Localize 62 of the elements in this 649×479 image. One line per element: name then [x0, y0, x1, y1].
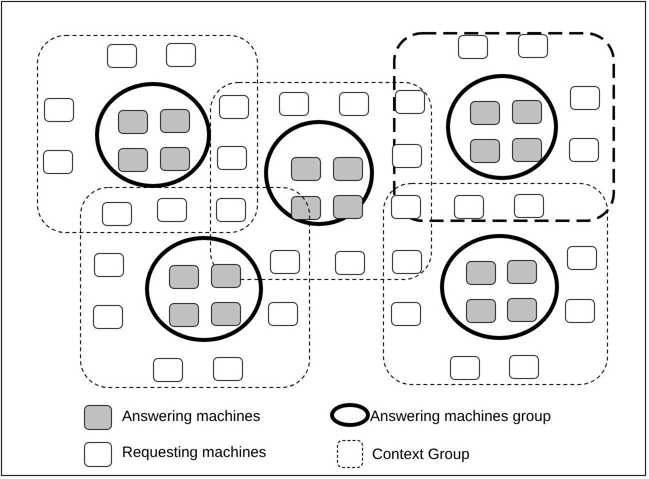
answering-machine-square	[118, 148, 148, 172]
requesting-machine-square	[450, 356, 480, 380]
requesting-machine-square	[570, 86, 600, 110]
answering-machine-square	[211, 302, 241, 326]
answering-machine-square	[118, 110, 148, 134]
requesting-machine-square	[107, 44, 137, 68]
answering-machine-square	[470, 101, 500, 125]
requesting-machine-square	[458, 35, 488, 59]
answering-machine-square	[507, 298, 537, 322]
answering-machine-square	[333, 195, 363, 219]
group-ellipse	[95, 82, 211, 188]
requesting-machine-square	[279, 92, 309, 116]
requesting-machine-square	[44, 98, 74, 122]
answering-machine-square	[160, 147, 190, 171]
requesting-machine-square	[213, 357, 243, 381]
requesting-machine-square	[335, 251, 365, 275]
requesting-machine-square	[569, 138, 599, 162]
requesting-machine-square	[391, 195, 421, 219]
requesting-machine-square	[93, 305, 123, 329]
legend-label: Context Group	[372, 446, 470, 464]
legend-label: Answering machines	[122, 408, 260, 426]
requesting-machine-square	[518, 34, 548, 58]
legend-label: Requesting machines	[122, 444, 266, 462]
answering-machine-square	[291, 157, 321, 181]
answering-machine-square	[507, 260, 537, 284]
group-ellipse	[446, 74, 558, 180]
requesting-machine-square	[102, 202, 132, 226]
requesting-machine-square	[268, 302, 298, 326]
legend-label: Answering machines group	[370, 408, 551, 426]
answering-machine-square	[160, 109, 190, 133]
answering-machine-square	[169, 303, 199, 327]
requesting-machine-square	[391, 302, 421, 326]
requesting-machine-square	[219, 95, 249, 119]
group-ellipse	[264, 120, 374, 226]
requesting-machine-square	[157, 198, 187, 222]
requesting-machine-square	[509, 355, 539, 379]
answering-machine-square	[169, 265, 199, 289]
group-ellipse	[440, 234, 559, 340]
requesting-machine-square	[217, 146, 247, 170]
requesting-machine-square	[567, 246, 597, 270]
answering-machine-square	[211, 264, 241, 288]
answering-machine-square	[466, 299, 496, 323]
answering-machine-square	[470, 139, 500, 163]
group-ellipse	[145, 236, 263, 342]
answering-machine-square	[512, 138, 542, 162]
requesting-machine-square	[270, 250, 300, 274]
answering-machine-square	[333, 157, 363, 181]
answering-machine-square	[291, 196, 321, 220]
requesting-machine-square	[43, 150, 73, 174]
answering-machine-square	[512, 100, 542, 124]
requesting-machine-square	[216, 198, 246, 222]
requesting-machine-square	[514, 194, 544, 218]
requesting-machine-square	[166, 43, 196, 67]
requesting-machine-square	[153, 358, 183, 382]
requesting-machine-square	[392, 250, 422, 274]
answering-machine-square	[466, 261, 496, 285]
requesting-machine-square	[94, 253, 124, 277]
requesting-machine-square	[565, 299, 595, 323]
requesting-machine-square	[395, 90, 425, 114]
requesting-machine-square	[454, 195, 484, 219]
requesting-machine-square	[392, 144, 422, 168]
requesting-machine-square	[339, 92, 369, 116]
